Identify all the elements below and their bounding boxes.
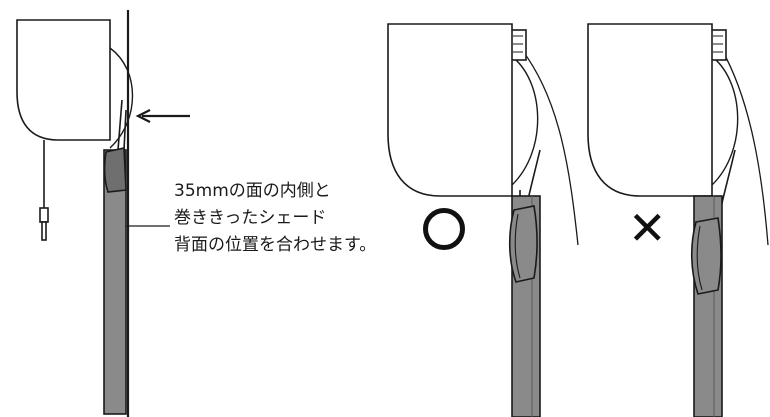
correct-long-strap	[521, 49, 579, 246]
incorrect-clip-inner	[696, 225, 703, 291]
cable-plug	[39, 207, 49, 223]
incorrect-cross-icon: ✕	[628, 201, 667, 255]
cable-plug-tip	[41, 221, 47, 241]
shade-dome	[109, 47, 134, 149]
shade-strap	[117, 99, 123, 151]
rail-clip	[103, 147, 127, 193]
left-panel	[16, 10, 190, 417]
correct-clip-inner	[514, 213, 521, 279]
correct-housing	[387, 23, 513, 197]
incorrect-dome	[709, 54, 739, 186]
incorrect-panel	[587, 23, 769, 417]
shade-strap-2	[123, 109, 127, 151]
correct-bracket-hook	[513, 35, 523, 53]
shade-housing	[16, 19, 111, 141]
correct-circle-icon	[423, 208, 465, 250]
correct-clip	[508, 205, 538, 283]
correct-dome	[509, 54, 539, 186]
correct-panel	[387, 23, 579, 417]
caption-line-2: 巻ききったシェード	[174, 208, 327, 228]
incorrect-bracket-hook	[713, 35, 723, 53]
incorrect-long-strap	[721, 49, 769, 246]
incorrect-clip	[690, 217, 722, 295]
incorrect-housing	[587, 23, 713, 197]
caption-line-3: 背面の位置を合わせます。	[174, 235, 377, 255]
arrow-head	[135, 109, 151, 123]
instruction-caption: 35mmの面の内側と 巻ききったシェード 背面の位置を合わせます。	[174, 178, 376, 259]
caption-line-1: 35mmの面の内側と	[174, 181, 331, 201]
